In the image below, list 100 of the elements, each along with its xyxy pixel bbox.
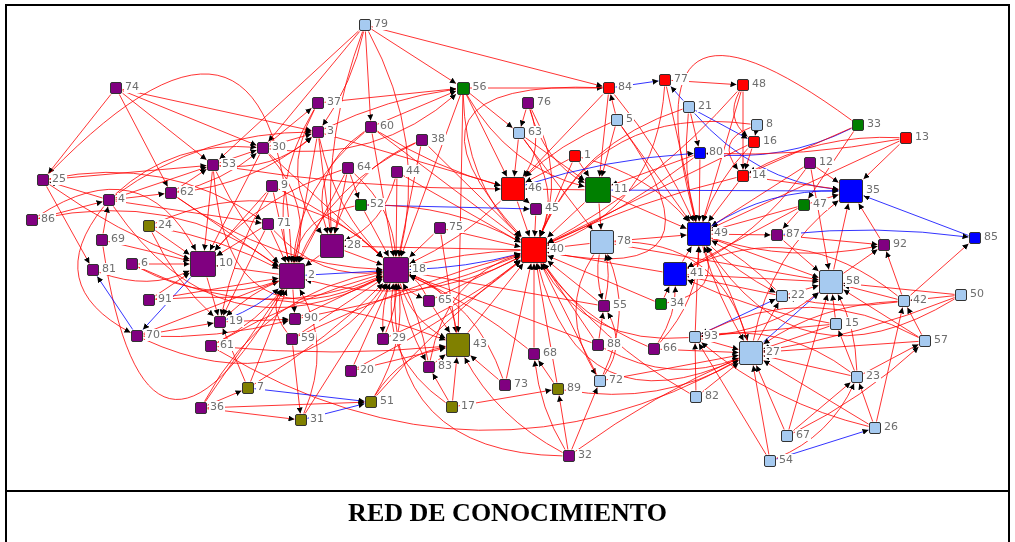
- node-label: 43: [472, 338, 488, 350]
- node-label: 53: [221, 158, 237, 170]
- network-node: [434, 222, 446, 234]
- node-label: 56: [471, 81, 488, 93]
- network-node: [96, 234, 108, 246]
- node-label: 1: [583, 149, 592, 161]
- network-node: [563, 450, 575, 462]
- network-node: [190, 251, 216, 277]
- node-label: 91: [157, 293, 173, 305]
- node-label: 31: [309, 413, 325, 425]
- network-node: [423, 361, 435, 373]
- node-label: 34: [669, 297, 685, 309]
- network-node: [528, 348, 540, 360]
- network-node: [165, 187, 177, 199]
- network-node: [456, 81, 470, 95]
- node-label: 60: [379, 120, 395, 132]
- network-node: [377, 333, 389, 345]
- node-label: 68: [542, 347, 558, 359]
- node-label: 26: [883, 421, 899, 433]
- node-label: 89: [566, 382, 582, 394]
- network-node: [687, 222, 711, 246]
- node-label: 40: [549, 243, 565, 255]
- arrow: [753, 129, 760, 136]
- network-node: [839, 179, 863, 203]
- node-label: 79: [373, 18, 389, 30]
- node-label: 84: [617, 81, 633, 93]
- node-label: 44: [405, 165, 421, 177]
- network-node: [103, 194, 115, 206]
- node-label: 18: [411, 263, 427, 275]
- network-node: [355, 199, 367, 211]
- node-label: 85: [983, 231, 999, 243]
- network-node: [205, 340, 217, 352]
- network-node: [819, 270, 843, 294]
- network-node: [689, 331, 701, 343]
- network-node: [851, 371, 863, 383]
- network-node: [771, 229, 783, 241]
- node-label: 82: [704, 390, 720, 402]
- node-label: 38: [430, 133, 446, 145]
- node-label: 8: [765, 118, 774, 130]
- network-node: [295, 414, 307, 426]
- node-label: 17: [460, 400, 476, 412]
- node-label: 74: [124, 81, 140, 93]
- network-node: [266, 180, 278, 192]
- node-label: 19: [228, 315, 244, 327]
- node-label: 76: [536, 96, 552, 108]
- node-label: 6: [140, 257, 149, 269]
- network-node: [320, 234, 344, 258]
- node-label: 57: [933, 334, 949, 346]
- network-node: [919, 335, 931, 347]
- node-label: 36: [209, 401, 225, 413]
- network-node: [143, 294, 155, 306]
- node-label: 63: [527, 126, 543, 138]
- network-node: [878, 239, 890, 251]
- network-node: [391, 166, 403, 178]
- node-label: 45: [544, 202, 560, 214]
- network-node: [585, 177, 611, 203]
- network-node: [312, 126, 324, 138]
- node-label: 32: [577, 449, 593, 461]
- network-node: [663, 262, 687, 286]
- network-node: [737, 79, 749, 91]
- network-node: [131, 330, 143, 342]
- node-label: 7: [256, 381, 265, 393]
- network-node: [648, 343, 660, 355]
- node-label: 47: [812, 198, 828, 210]
- node-label: 42: [912, 294, 928, 306]
- arrow: [523, 197, 530, 204]
- node-label: 21: [697, 100, 713, 112]
- node-label: 52: [369, 198, 385, 210]
- node-label: 49: [713, 227, 729, 239]
- node-label: 88: [606, 338, 622, 350]
- node-label: 50: [969, 288, 985, 300]
- network-node: [37, 174, 49, 186]
- node-label: 24: [157, 219, 173, 231]
- node-label: 80: [708, 146, 724, 158]
- node-label: 59: [300, 332, 316, 344]
- network-node: [852, 119, 864, 131]
- node-label: 65: [437, 294, 453, 306]
- network-node: [776, 290, 788, 302]
- node-label: 58: [845, 275, 861, 287]
- network-node: [739, 341, 763, 365]
- network-node: [499, 379, 511, 391]
- network-node: [694, 147, 706, 159]
- node-label: 75: [448, 221, 464, 233]
- network-node: [522, 97, 534, 109]
- node-label: 25: [51, 173, 67, 185]
- node-label: 54: [778, 454, 794, 466]
- diagram-title: RED DE CONOCIMIENTO: [348, 497, 667, 529]
- node-label: 93: [703, 330, 719, 342]
- node-label: 86: [40, 213, 56, 225]
- network-node: [383, 257, 409, 283]
- network-node: [521, 237, 547, 263]
- network-node: [312, 97, 324, 109]
- node-label: 14: [751, 169, 767, 181]
- node-label: 87: [785, 228, 801, 240]
- node-label: 37: [326, 96, 342, 108]
- node-label: 29: [391, 332, 407, 344]
- node-label: 22: [790, 289, 806, 301]
- network-node: [683, 101, 695, 113]
- network-node: [423, 295, 435, 307]
- network-node: [592, 339, 604, 351]
